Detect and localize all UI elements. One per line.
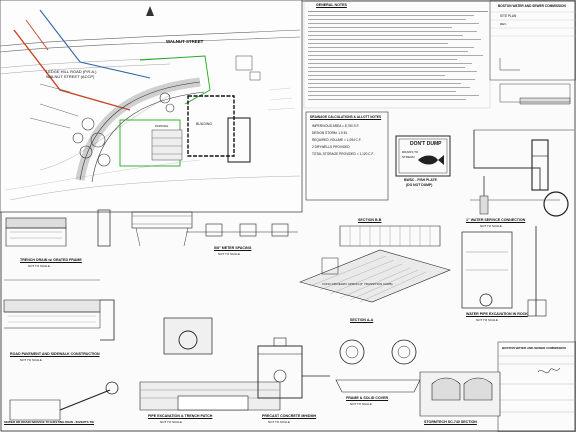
nts-water-pipe-excavation: NOT TO SCALE <box>476 318 498 322</box>
nts-precast-manhole: NOT TO SCALE <box>268 420 290 424</box>
nts-water-service: NOT TO SCALE <box>480 224 502 228</box>
detail-stormtech: STORMTECH SC-740 SECTION <box>424 420 477 424</box>
title-block-company: BOSTON WATER AND SEWER COMMISSION <box>498 4 566 8</box>
bottom-title-company: BOSTON WATER AND SEWER COMMISSION <box>502 346 566 350</box>
dont-dump-caption-2: (DO NOT DUMP) <box>406 183 433 187</box>
detail-meter-spacing: 5/8" METER SPACING <box>214 246 252 250</box>
general-notes-title: GENERAL NOTES <box>316 3 347 7</box>
dont-dump-sub1: DRAINS TO <box>402 150 419 154</box>
calc-line-4: 2 DRYWELLS PROVIDED <box>312 145 350 149</box>
road-label-walnut-accp: WALNUT STREET (ACCP) <box>46 74 95 79</box>
dont-dump-title: DON'T DUMP <box>410 141 442 147</box>
calc-line-2: DESIGN STORM: 1.5 IN. <box>312 131 348 135</box>
nts-trench-drain: NOT TO SCALE <box>28 264 50 268</box>
road-label-ledge-hill: LEDGE HILL ROAD (P.R.A.) <box>46 69 97 74</box>
detail-frame-cover: FRAME & SOLID COVER <box>346 396 389 400</box>
dont-dump-sub2: STREAM <box>402 155 415 159</box>
calc-line-5: TOTAL STORAGE PROVIDED = 1,120 C.F. <box>312 152 374 156</box>
parking-label: PARKING <box>155 124 169 128</box>
detail-sewer-drain: SEWER OR DRAIN SERVICE TO EXISTING MAIN … <box>4 420 95 424</box>
detail-road-pavement: ROAD PAVEMENT AND SIDEWALK CONSTRUCTION <box>10 352 100 356</box>
street-label-walnut: WALNUT STREET <box>166 39 204 44</box>
detail-trench-drain: TRENCH DRAIN w/ GRATED FRAME <box>20 258 82 262</box>
detail-water-pipe-excavation: WATER PIPE EXCAVATION IN ROCK <box>466 312 528 316</box>
detail-precast-manhole: PRECAST CONCRETE MH/DMH <box>262 414 317 418</box>
detail-section-aa: SECTION A-A <box>350 318 374 322</box>
dont-dump-caption-1: BWSC - FISH PLATE <box>404 178 437 182</box>
nts-road-pavement: NOT TO SCALE <box>20 358 42 362</box>
nts-pipe-excavation: NOT TO SCALE <box>160 420 182 424</box>
calc-line-1: IMPERVIOUS AREA = 8,750 S.F. <box>312 124 360 128</box>
detail-water-service: 1" WATER SERVICE CONNECTION <box>466 218 526 222</box>
detail-driveway-apron: CONC DRIVEWAY APRON (6" TRANSITION CURB) <box>322 282 393 286</box>
drainage-calc-title: DRAINAGE CALCULATIONS & ALLOTT NOTES <box>310 115 382 119</box>
nts-frame-cover: NOT TO SCALE <box>350 402 372 406</box>
calc-line-3: REQUIRED VOLUME = 1,094 C.F. <box>312 138 362 142</box>
title-block-rev: REV. <box>500 22 507 26</box>
detail-section-bb: SECTION B-B <box>358 218 382 222</box>
nts-meter-spacing: NOT TO SCALE <box>218 252 240 256</box>
detail-pipe-excavation: PIPE EXCAVATION & TRENCH PATCH <box>148 414 213 418</box>
site-plan-frame <box>0 0 303 213</box>
notes-text-block <box>308 9 488 107</box>
title-block-sheet: SITE PLAN <box>500 14 517 18</box>
building-label: BUILDING <box>196 122 213 126</box>
